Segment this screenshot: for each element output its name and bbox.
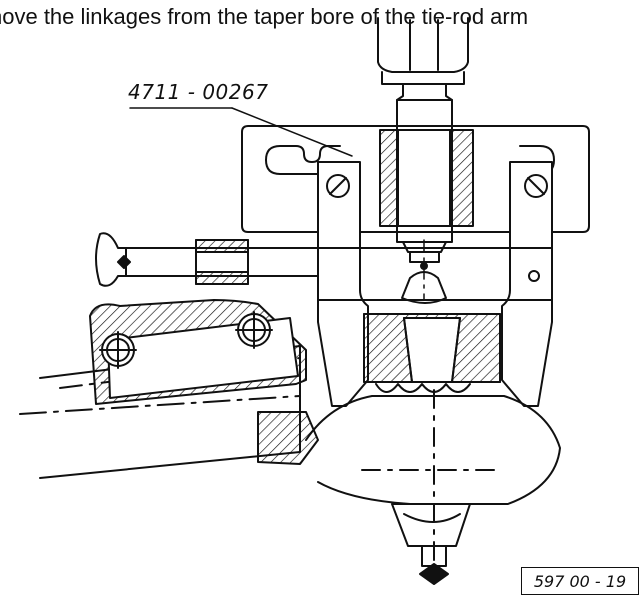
instruction-text: nove the linkages from the taper bore of… bbox=[0, 4, 529, 29]
pressure-screw-head bbox=[377, 17, 469, 85]
right-puller-arm bbox=[501, 161, 553, 407]
part-leader-line bbox=[231, 107, 353, 157]
left-puller-arm bbox=[317, 161, 369, 407]
tie-rod-clamp bbox=[89, 299, 307, 405]
figure-number: 597 00 - 19 bbox=[521, 567, 639, 595]
tube-wall-section bbox=[257, 411, 319, 465]
instruction-caption: nove the linkages from the taper bore of… bbox=[0, 4, 644, 34]
ball-socket-housing bbox=[305, 389, 561, 585]
tool-part-number: 4711 - 00267 bbox=[128, 80, 269, 104]
thrust-cup bbox=[363, 271, 501, 393]
wing-nut-screw bbox=[95, 232, 319, 287]
clamp-bar bbox=[317, 247, 553, 301]
